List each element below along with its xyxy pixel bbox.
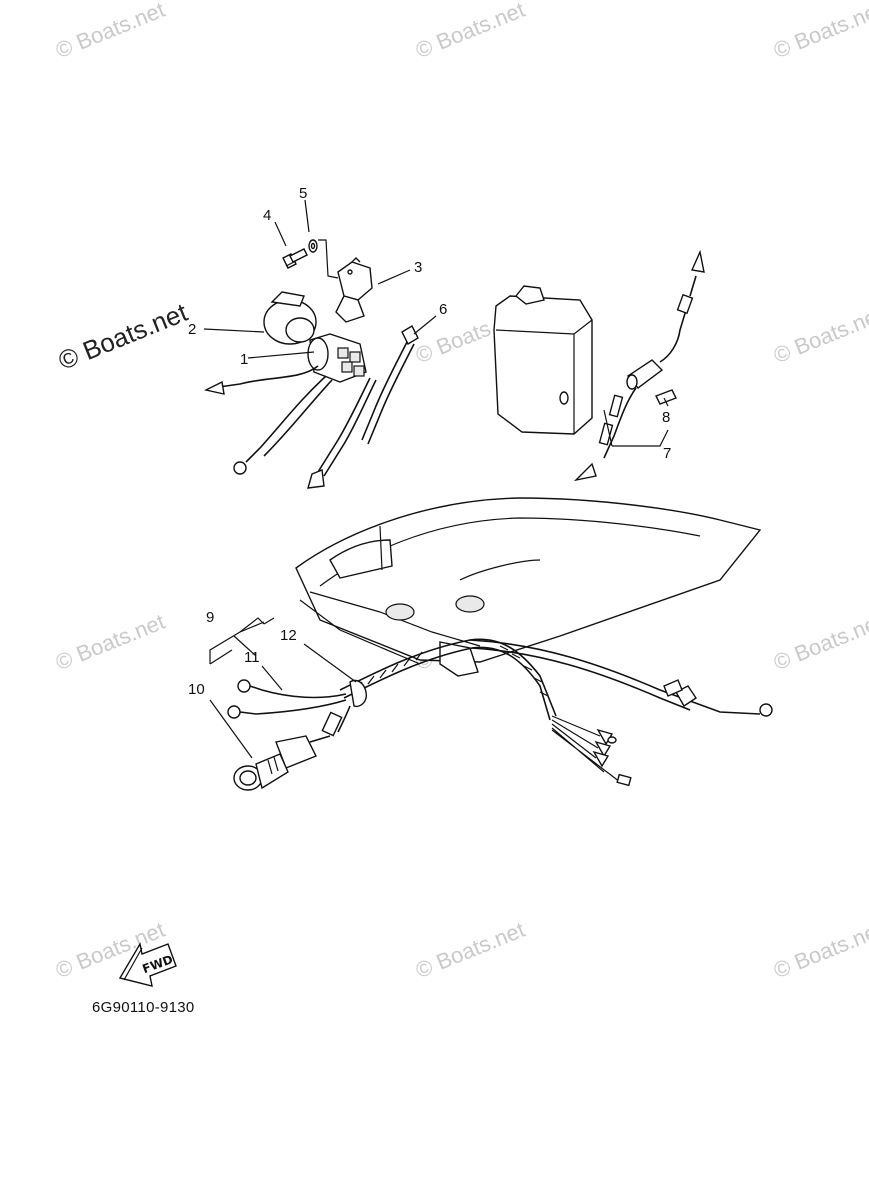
callout-12: 12 xyxy=(280,627,297,644)
sub-harness xyxy=(227,679,368,737)
callout-3: 3 xyxy=(414,259,422,276)
bolt xyxy=(282,248,308,269)
main-harness xyxy=(339,638,773,787)
callout-10: 10 xyxy=(188,681,205,698)
rubber-cap xyxy=(263,291,317,345)
fuse xyxy=(655,389,677,405)
diagram-code: 6G90110-9130 xyxy=(92,999,195,1016)
callout-11: 11 xyxy=(244,649,260,666)
callout-1: 1 xyxy=(240,351,248,368)
callout-9: 9 xyxy=(206,609,214,626)
callout-5: 5 xyxy=(299,185,307,202)
relay-wire-left xyxy=(211,365,319,389)
cowling-tray xyxy=(295,497,762,677)
callout-6: 6 xyxy=(439,301,447,318)
callout-8: 8 xyxy=(662,409,670,426)
bracket xyxy=(335,257,373,323)
relay-lead-wire xyxy=(361,339,409,441)
leader-lines xyxy=(203,199,669,759)
callout-7: 7 xyxy=(663,445,671,462)
control-unit-box xyxy=(493,285,593,435)
starter-relay xyxy=(307,333,367,383)
fuse-holder xyxy=(573,249,705,482)
callout-2: 2 xyxy=(188,321,196,338)
callout-4: 4 xyxy=(263,207,271,224)
main-switch-connector xyxy=(233,735,331,791)
fwd-arrow-icon: FWD xyxy=(118,942,177,987)
